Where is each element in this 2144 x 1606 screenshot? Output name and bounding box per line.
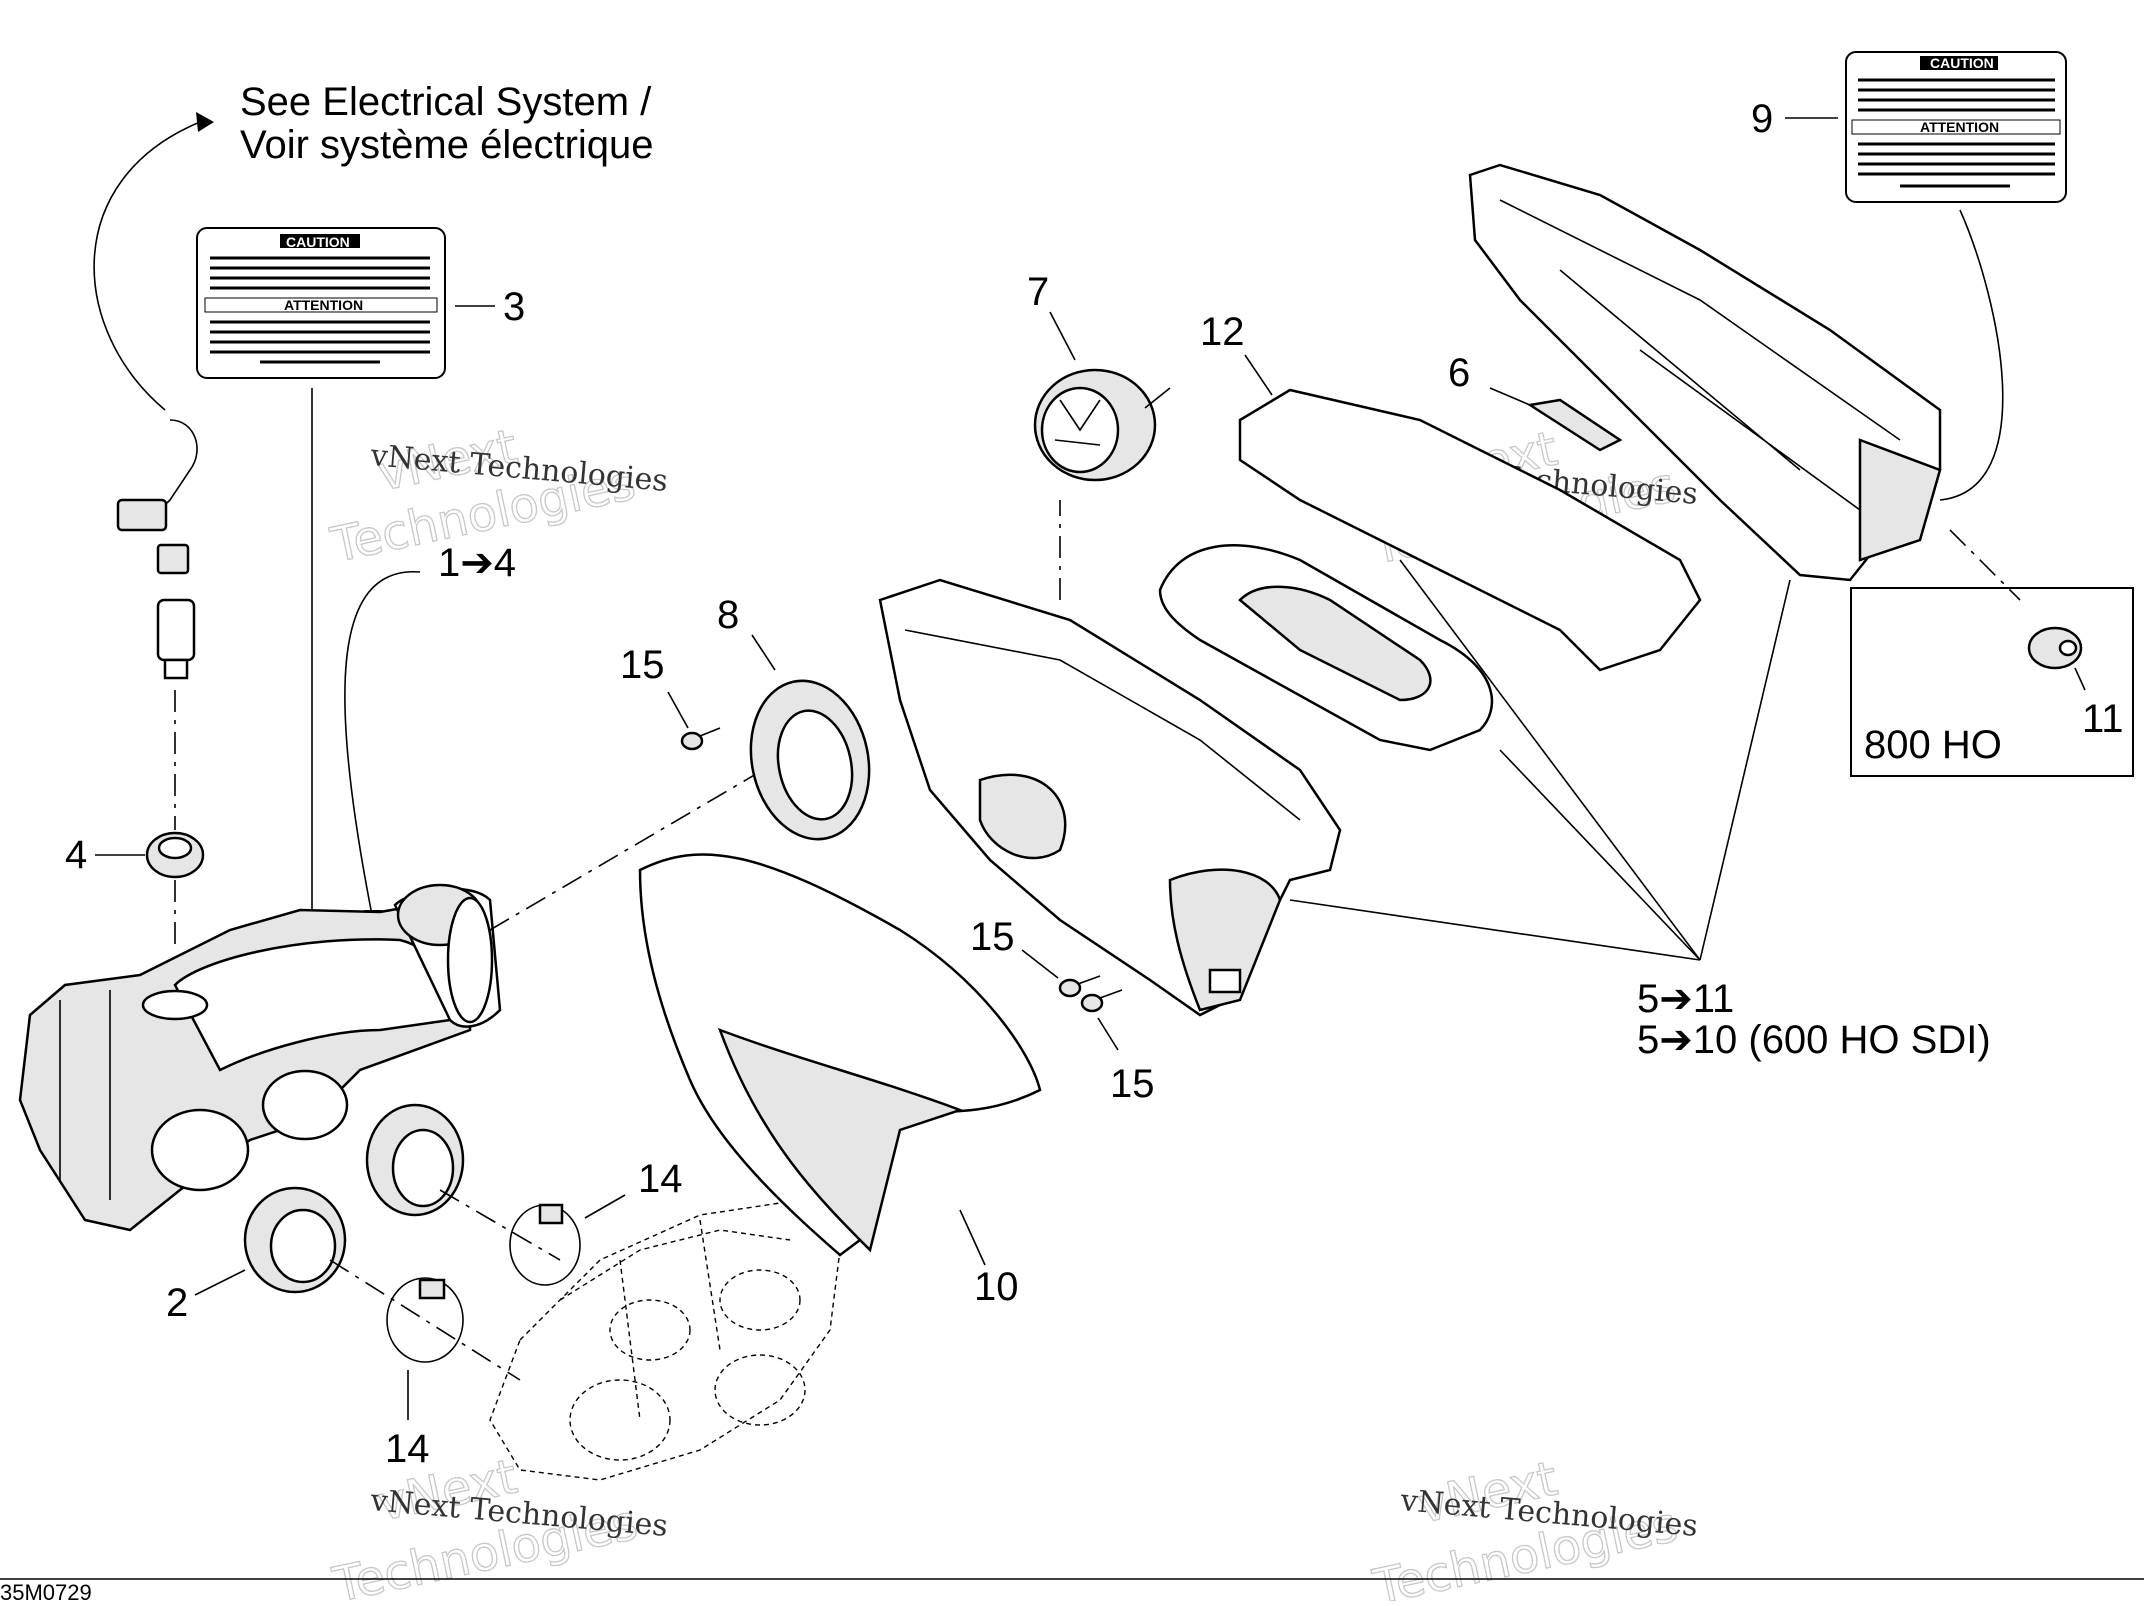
part-15-screw-left [680, 727, 721, 751]
variant-box-800ho: 800 HO 11 [1850, 587, 2134, 777]
callout-1-4: 1➔4 [438, 541, 516, 585]
filter-tray [1158, 544, 1494, 752]
part-10-lower-housing [638, 853, 1042, 1257]
callout-2: 2 [166, 1281, 188, 1325]
callout-5-10: 5➔10 (600 HO SDI) [1637, 1018, 1991, 1062]
label-caution-text: CAUTION [1930, 55, 1994, 71]
axis-line [489, 759, 781, 931]
callout-15-left: 15 [620, 643, 665, 687]
callout-15-bottom: 15 [1110, 1062, 1155, 1106]
callout-11: 11 [2082, 697, 2124, 741]
callout-5-leaders [1289, 559, 1791, 961]
axis-line [1949, 529, 2021, 601]
part-4-grommet [145, 831, 205, 879]
diagram-code: 35M0729 [0, 1580, 92, 1601]
engine-phantom [489, 1199, 841, 1481]
air-silencer-base [18, 903, 472, 1232]
callout-5-11: 5➔11 [1637, 977, 1734, 1021]
part-14-clamp-upper [509, 1203, 581, 1286]
callout-15-mid: 15 [970, 915, 1015, 959]
coupler-upper [365, 1103, 465, 1217]
part-3-caution-label: CAUTION ATTENTION [196, 227, 446, 379]
callout-7: 7 [1027, 270, 1049, 314]
part-7-inlet-fitting [1033, 368, 1171, 482]
label-attention-text: ATTENTION [1920, 119, 1999, 135]
variant-label: 800 HO [1864, 723, 2002, 767]
callout-6: 6 [1448, 351, 1470, 395]
label-caution-text: CAUTION [286, 234, 350, 250]
callout-9: 9 [1751, 97, 1773, 141]
part-14-clamp-lower [386, 1277, 464, 1363]
sensor-connector [116, 419, 198, 680]
part-15-screw-mid [1058, 975, 1123, 1013]
main-air-housing [878, 578, 1342, 1017]
top-cover [1468, 163, 1942, 582]
part-12-filter [1238, 388, 1702, 672]
part-6-strip [1526, 398, 1623, 452]
electrical-note-line2: Voir système électrique [240, 123, 654, 167]
arrow-head-icon [196, 112, 214, 132]
callout-14-lower: 14 [385, 1427, 430, 1471]
part-9-caution-label: CAUTION ATTENTION [1845, 51, 2067, 203]
callout-4: 4 [65, 833, 87, 877]
air-inlet-horn [393, 883, 502, 1028]
part-2-coupler [243, 1186, 347, 1294]
callout-3: 3 [503, 285, 525, 329]
label-attention-text: ATTENTION [284, 297, 363, 313]
electrical-note-line1: See Electrical System / [240, 80, 652, 124]
electrical-arrow-line [93, 121, 201, 411]
callout-10: 10 [974, 1265, 1019, 1309]
part-8-ring [749, 679, 871, 841]
axis-line [329, 1259, 521, 1381]
callout-12: 12 [1200, 310, 1245, 354]
axis-line [439, 1189, 561, 1261]
callout-8: 8 [717, 593, 739, 637]
callout-14-upper: 14 [638, 1157, 683, 1201]
